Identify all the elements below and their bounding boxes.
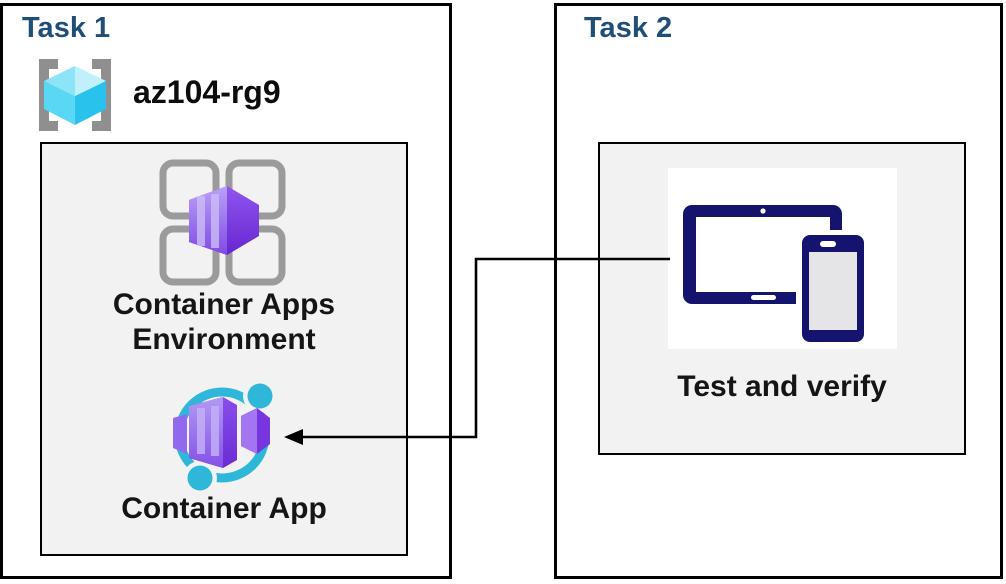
orbit-dot-bottom xyxy=(187,465,213,491)
container-app-label: Container App xyxy=(121,492,327,525)
container-box xyxy=(189,186,259,255)
environment-label: Container Apps Environment xyxy=(112,288,336,356)
resource-group-name: az104-rg9 xyxy=(133,74,281,110)
orbit-dot-top xyxy=(247,383,273,409)
cube-glyph xyxy=(44,66,106,125)
tablet-phone-devices-icon xyxy=(683,205,869,347)
container-app-icon xyxy=(173,379,277,492)
resource-group-icon xyxy=(39,59,111,131)
verify-label: Test and verify xyxy=(677,370,887,403)
phone-glyph xyxy=(796,230,869,347)
container-apps-environment-icon xyxy=(159,159,286,286)
container-box xyxy=(173,397,270,468)
task1-title: Task 1 xyxy=(22,12,111,44)
task2-title: Task 2 xyxy=(584,12,673,44)
